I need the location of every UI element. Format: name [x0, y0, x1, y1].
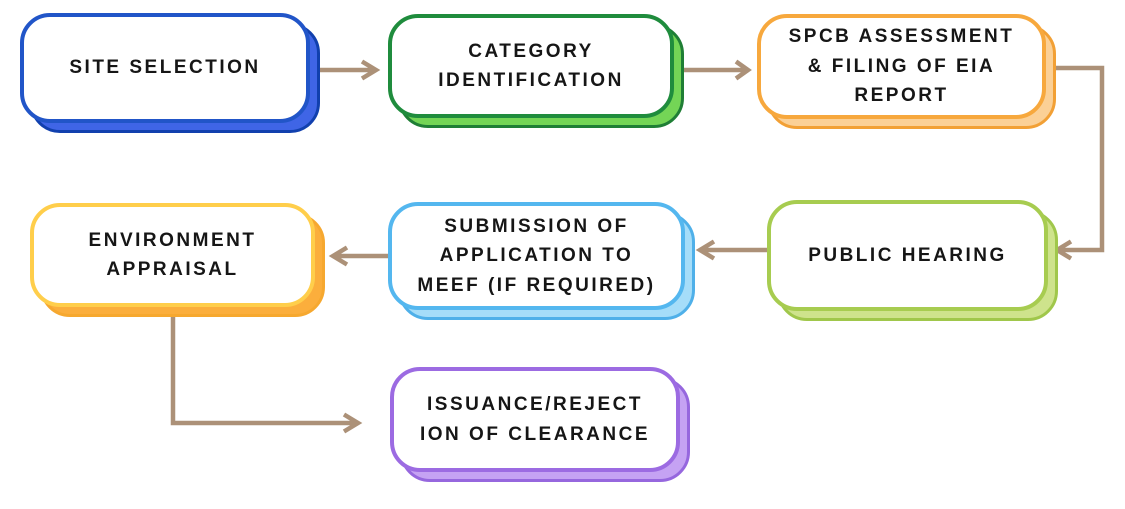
node-environment-appraisal: ENVIRONMENT APPRAISAL	[30, 203, 325, 317]
node-category-identification-face: CATEGORY IDENTIFICATION	[388, 14, 674, 118]
node-environment-appraisal-label: ENVIRONMENT APPRAISAL	[88, 229, 257, 280]
node-submission-meef-face: SUBMISSION OF APPLICATION TO MEEF (IF RE…	[388, 202, 685, 310]
node-site-selection-face: SITE SELECTION	[20, 13, 310, 123]
node-spcb-assessment-face: SPCB ASSESSMENT & FILING OF EIA REPORT	[757, 14, 1046, 119]
node-category-identification-label: CATEGORY IDENTIFICATION	[438, 40, 624, 91]
node-category-identification: CATEGORY IDENTIFICATION	[388, 14, 684, 128]
arrow-site-to-category	[310, 59, 381, 81]
node-public-hearing: PUBLIC HEARING	[767, 200, 1058, 321]
node-spcb-assessment: SPCB ASSESSMENT & FILING OF EIA REPORT	[757, 14, 1056, 129]
node-public-hearing-face: PUBLIC HEARING	[767, 200, 1048, 311]
node-issuance-rejection-face: ISSUANCE/REJECT ION OF CLEARANCE	[390, 367, 680, 472]
node-environment-appraisal-face: ENVIRONMENT APPRAISAL	[30, 203, 315, 307]
node-public-hearing-label: PUBLIC HEARING	[808, 244, 1007, 266]
node-site-selection-label: SITE SELECTION	[69, 57, 261, 79]
arrow-appraisal-to-issuance	[170, 310, 363, 434]
node-site-selection: SITE SELECTION	[20, 13, 320, 133]
arrow-public-hearing-to-submission	[695, 239, 770, 261]
node-issuance-rejection-label: ISSUANCE/REJECT ION OF CLEARANCE	[420, 394, 650, 445]
node-submission-meef-label: SUBMISSION OF APPLICATION TO MEEF (IF RE…	[417, 215, 656, 296]
node-issuance-rejection: ISSUANCE/REJECT ION OF CLEARANCE	[390, 367, 690, 482]
arrow-submission-to-appraisal	[328, 245, 390, 267]
node-spcb-assessment-label: SPCB ASSESSMENT & FILING OF EIA REPORT	[788, 26, 1015, 107]
arrow-category-to-spcb	[676, 59, 752, 81]
node-submission-meef: SUBMISSION OF APPLICATION TO MEEF (IF RE…	[388, 202, 695, 320]
